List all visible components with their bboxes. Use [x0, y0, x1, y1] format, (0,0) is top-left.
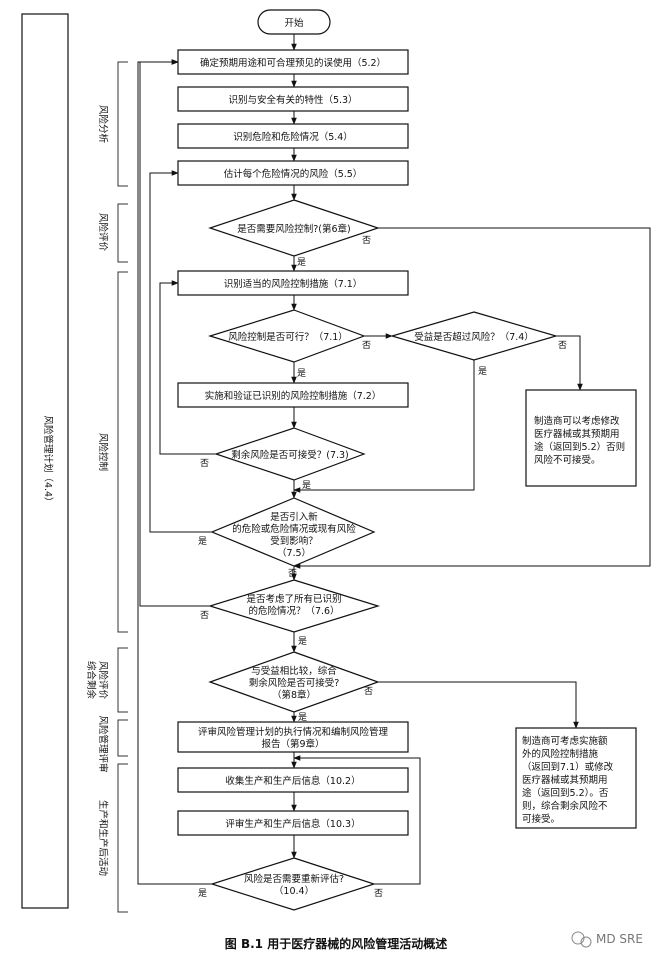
brace-analysis: [117, 61, 128, 187]
node-review-plan-line2: 报告（第9章）: [261, 738, 324, 750]
result-modify-device: [525, 389, 637, 487]
brace-residual: [117, 647, 128, 713]
node-review-info: [177, 810, 409, 836]
watermark: MD SRE: [571, 931, 643, 948]
node-estimate-risk-label: 估计每个危险情况的风险（5.5）: [224, 168, 363, 180]
result-extra-controls-line1: 制造商可考虑实施额: [522, 735, 608, 747]
section-residual-1: 综合剩余: [85, 661, 97, 700]
node-review-plan: [177, 721, 409, 753]
label-d5-no: 否: [288, 568, 297, 579]
node-identify-measures-label: 识别适当的风险控制措施（7.1）: [224, 278, 363, 290]
node-implement-verify-label: 实施和验证已识别的风险控制措施（7.2）: [205, 390, 382, 402]
edge-d4-no: [159, 280, 216, 455]
result-extra-controls-line2: 外的风险控制措施: [522, 748, 599, 760]
node-implement-verify: [177, 382, 409, 408]
label-d3-yes: 是: [478, 366, 487, 377]
node-review-info-label: 评审生产和生产后信息（10.3）: [225, 818, 360, 830]
result-extra-controls-line6: 则，综合剩余风险不: [522, 800, 608, 812]
section-analysis: 风险分析: [97, 105, 109, 144]
section-production: 生产和生产后活动: [97, 800, 109, 876]
label-d6-yes: 是: [298, 636, 307, 647]
edge-d7-no: [378, 681, 579, 729]
label-d8-yes: 是: [198, 888, 207, 899]
decision-new-hazards-line3: 受到影响？: [270, 535, 318, 547]
result-extra-controls-line3: （返回到7.1）或修改: [522, 761, 614, 773]
label-d7-no: 否: [364, 686, 373, 697]
edge-d8-no: [293, 755, 421, 885]
decision-all-considered-line2: 的危险情况？（7.6）: [248, 605, 339, 617]
section-control: 风险控制: [97, 433, 109, 471]
node-collect-info-label: 收集生产和生产后信息（10.2）: [225, 775, 360, 787]
brace-evaluation: [117, 203, 128, 263]
decision-reassess: [210, 857, 376, 911]
section-residual-2: 风险评价: [97, 661, 109, 700]
figure-caption: 图 B.1 用于医疗器械的风险管理活动概述: [225, 936, 447, 951]
result-extra-controls-line7: 可接受。: [522, 813, 560, 825]
label-d5-yes: 是: [198, 536, 207, 547]
label-d6-no: 否: [200, 610, 209, 621]
edge-d3-no: [556, 335, 583, 391]
decision-control-feasible-label: 风险控制是否可行？（7.1）: [228, 331, 348, 343]
brace-production: [117, 763, 128, 913]
label-d1-no: 否: [362, 235, 371, 246]
node-identify-hazards-label: 识别危险和危险情况（5.4）: [233, 131, 353, 143]
result-extra-controls: [515, 727, 637, 829]
node-identify-hazards: [177, 123, 409, 149]
brace-control: [117, 271, 128, 633]
node-safety-characteristics: [177, 86, 409, 112]
edge-d1-no: [293, 227, 651, 569]
node-safety-characteristics-label: 识别与安全有关的特性（5.3）: [228, 94, 357, 106]
decision-residual-acceptable-label: 剩余风险是否可接受？(7.3): [231, 449, 349, 461]
result-modify-device-line2: 医疗器械或其预期用: [534, 428, 620, 440]
result-modify-device-line4: 风险不可接受。: [534, 454, 601, 466]
decision-new-hazards-line2: 的危险或危险情况或现有风险: [232, 523, 356, 535]
brace-review: [117, 719, 128, 757]
decision-new-hazards-line4: （7.5）: [277, 547, 311, 559]
label-d7-yes: 是: [298, 712, 307, 723]
label-d2-yes: 是: [297, 368, 306, 379]
label-d4-no: 否: [200, 458, 209, 469]
decision-reassess-line2: （10.4）: [274, 885, 314, 897]
result-extra-controls-line5: 途（返回到5.2）。否: [522, 787, 609, 799]
decision-all-considered-line1: 是否考虑了所有已识别: [246, 593, 341, 605]
result-extra-controls-line4: 医疗器械或其预期用: [522, 774, 608, 786]
node-review-plan-line1: 评审风险管理计划的执行情况和编制风险管理: [198, 726, 389, 738]
decision-benefit-risk-label: 受益是否超过风险？（7.4）: [414, 331, 534, 343]
label-d3-no: 否: [558, 340, 567, 351]
decision-overall-residual-line1: 与受益相比较，综合: [251, 665, 337, 677]
wechat-icon-bubble: [580, 936, 592, 948]
section-review: 风险管理评审: [97, 715, 109, 772]
watermark-text: MD SRE: [596, 932, 643, 946]
decision-overall-residual-line2: 剩余风险是否可接受?: [249, 677, 340, 689]
label-d8-no: 否: [374, 888, 383, 899]
decision-overall-residual-line3: （第8章）: [272, 689, 316, 701]
result-modify-device-line3: 途（返回到5.2）否则: [534, 441, 625, 453]
result-modify-device-line1: 制造商可以考虑修改: [534, 415, 620, 427]
start-label: 开始: [284, 17, 304, 29]
label-d2-no: 否: [362, 340, 371, 351]
edge-d3-yes: [293, 360, 475, 493]
decision-new-hazards-line1: 是否引入新: [270, 511, 318, 523]
node-collect-info: [177, 767, 409, 793]
label-d4-yes: 是: [302, 480, 311, 491]
plan-bar: [21, 13, 69, 909]
plan-label: 风险管理计划（4.4）: [42, 415, 54, 506]
wechat-icon: [571, 931, 585, 945]
label-d1-yes: 是: [297, 257, 306, 268]
decision-need-control-label: 是否需要风险控制?(第6章): [237, 223, 351, 235]
node-intended-use-label: 确定预期用途和可合理预见的误使用（5.2）: [200, 57, 386, 69]
edge-d5-yes: [149, 170, 212, 533]
decision-reassess-line1: 风险是否需要重新评估?: [244, 873, 344, 885]
section-evaluation: 风险评价: [97, 213, 109, 252]
edge-d8-yes: [137, 59, 212, 885]
